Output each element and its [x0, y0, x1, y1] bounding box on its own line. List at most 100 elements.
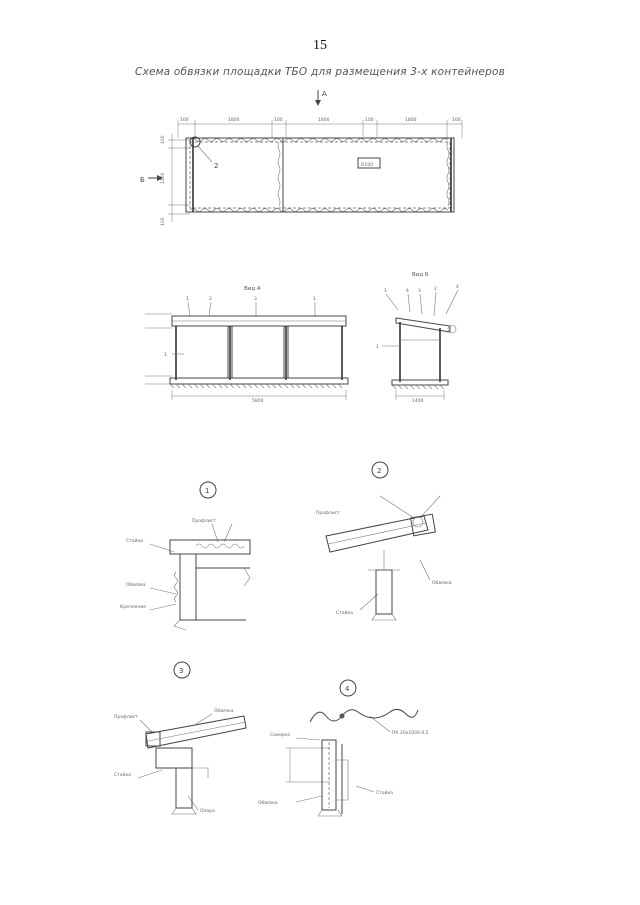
detail-3-label-3: Стойка	[114, 771, 131, 778]
view-b-side-callout: 1	[376, 344, 379, 350]
leader-line	[355, 785, 375, 793]
detail-2-beam	[325, 515, 429, 553]
detail-2-post	[375, 569, 393, 615]
leader-line	[195, 713, 213, 725]
view-a-base	[169, 377, 349, 385]
leader-line	[385, 293, 399, 311]
detail-1-post	[179, 553, 197, 621]
detail-2-label-3: Стойка	[336, 609, 353, 616]
view-b-callout-5: 4	[456, 284, 459, 290]
left-dim-1: 100	[160, 135, 166, 144]
detail-1-beam	[169, 539, 251, 555]
view-b-callout-2: 4	[406, 288, 409, 294]
view-a-callout-2: 2	[209, 296, 212, 302]
detail-1-label-4: Крепление	[120, 604, 146, 610]
drawing-title: Схема обвязки площадки ТБО для размещени…	[135, 66, 505, 78]
break-line	[171, 807, 197, 815]
plan-view: A 100 1800 100 1800 100 1800 100 100 120…	[140, 90, 463, 226]
view-a-side-callout: 1	[164, 352, 167, 358]
top-dim-1: 100	[180, 117, 189, 123]
detail-3-label-1: Профлист	[114, 714, 138, 720]
plan-label-text: D100	[361, 162, 373, 168]
leader-line	[369, 715, 391, 733]
leader-line	[149, 603, 177, 611]
detail-1-label-1: Профлист	[192, 518, 216, 524]
break-line	[243, 567, 251, 587]
leader-line	[419, 495, 441, 519]
detail-1-label-3: Обвязка	[126, 582, 146, 588]
view-b-callout-1: 1	[384, 288, 387, 294]
detail-4: 4 ПК 20х1000-0,5 Саморез Стойка Обвязка	[258, 679, 429, 817]
view-b-base	[391, 379, 449, 386]
detail-4-profile	[309, 708, 419, 723]
leader-line	[211, 523, 219, 543]
plan-divider-2	[446, 141, 450, 207]
detail-3: 3 Профлист Обвязка Стойка Опора	[114, 661, 247, 815]
detail-1-number: 1	[205, 487, 209, 495]
detail-3-bracket	[155, 747, 193, 769]
leader-line	[187, 795, 199, 811]
detail-3-edge	[192, 767, 209, 778]
detail-4-label-1: ПК 20х1000-0,5	[392, 730, 429, 736]
view-a-callout-3: 3	[254, 296, 257, 302]
detail-2-cap	[410, 513, 436, 537]
detail-3-end	[145, 731, 161, 747]
ground-hatch	[391, 384, 445, 390]
plan-divider-1	[277, 141, 281, 207]
ground-hatch	[169, 383, 343, 389]
leader-line	[419, 559, 431, 581]
top-dim-3: 100	[274, 117, 283, 123]
view-b-arrowhead	[157, 175, 163, 181]
view-b-callout-3: 3	[418, 288, 421, 294]
leader-line	[139, 719, 153, 733]
detail-4-number: 4	[345, 685, 350, 693]
detail-1-label-2: Стойка	[126, 537, 143, 544]
beam-line	[147, 721, 247, 742]
detail-4-screw	[339, 713, 345, 719]
view-a-elevation: Вид А 1 2 3 1 1 5800	[145, 286, 349, 404]
plan-bottom-edge	[189, 208, 449, 212]
view-a-marker: A	[322, 90, 327, 98]
plan-top-edge	[189, 138, 449, 142]
detail-3-label-4: Опора	[200, 808, 215, 814]
plan-frame-inner	[189, 141, 451, 209]
left-dim-2: 1200	[160, 172, 166, 184]
left-dim-3: 100	[160, 217, 166, 226]
view-a-callout-1: 1	[186, 296, 189, 302]
view-b-title: Вид Б	[412, 272, 429, 278]
leader-line	[433, 291, 437, 317]
detail-4-label-4: Обвязка	[258, 800, 278, 806]
detail-2: 2 Профлист Обвязка Стойка	[316, 461, 452, 621]
detail-1-circle	[199, 481, 217, 499]
view-b-marker: Б	[140, 176, 145, 184]
top-dim-6: 1800	[405, 117, 417, 123]
detail-2-label-2: Обвязка	[432, 580, 452, 586]
detail-4-bracket	[336, 759, 349, 801]
plan-label-box	[357, 157, 381, 169]
detail-4-post	[321, 739, 337, 811]
view-a-arrowhead	[315, 100, 321, 106]
detail-3-beam	[145, 715, 247, 749]
top-dim-2: 1800	[228, 117, 240, 123]
detail-2-circle	[371, 461, 389, 479]
top-dim-4: 1800	[318, 117, 330, 123]
weld-mark	[174, 571, 178, 603]
page-number: 15	[313, 38, 327, 53]
detail-3-post	[175, 767, 193, 809]
view-a-width-text: 5800	[252, 398, 264, 404]
view-b-callout-4: 2	[434, 286, 437, 292]
detail-1: 1 Профлист Стойка Обвязка Крепление	[120, 481, 251, 631]
leader-line	[223, 523, 233, 543]
view-a-bay-2	[231, 325, 285, 379]
view-b-roof	[395, 317, 451, 333]
leader-line	[149, 587, 177, 595]
detail-2-label-1: Профлист	[316, 510, 340, 516]
plan-corner-callout	[189, 136, 201, 148]
break-line	[317, 809, 343, 817]
view-b-roof-detail	[447, 324, 457, 334]
detail-4-label-3: Стойка	[376, 789, 393, 796]
leader-line	[187, 301, 191, 317]
leader-line	[208, 301, 212, 317]
view-a-bay-1	[175, 325, 229, 379]
